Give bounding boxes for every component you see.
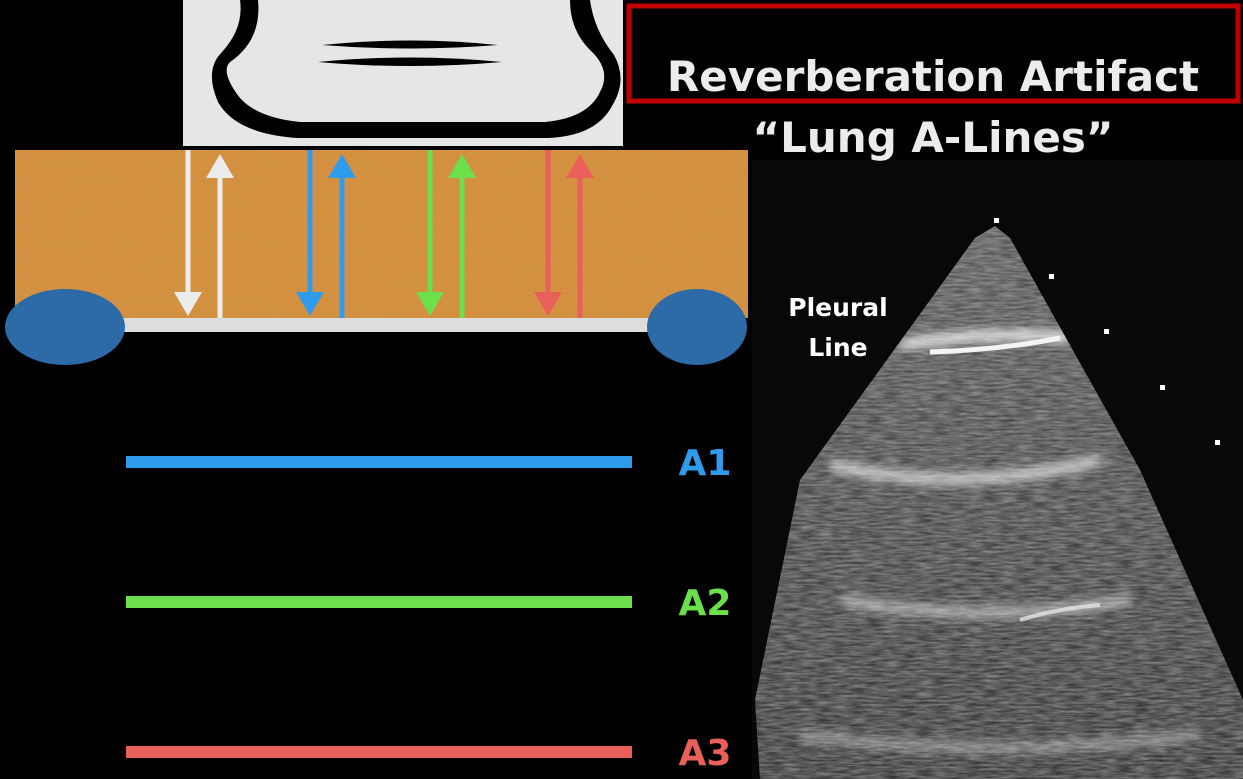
a-line-3 [126,746,632,758]
rib-right [647,289,747,365]
a-line-label-3: A3 [679,733,732,774]
pleura [100,318,690,332]
a-line-1 [126,456,632,468]
subtitle: “Lung A-Lines” [753,113,1114,162]
a-line-2 [126,596,632,608]
title: Reverberation Artifact [667,52,1199,101]
a-line-label-2: A2 [679,583,732,624]
ultrasound-image: Pleural Line [740,160,1243,779]
depth-dot [1215,440,1220,445]
pleural-line-label-line1: Pleural [788,293,887,322]
soft-tissue-texture [15,150,748,318]
a-line-label-1: A1 [679,443,732,484]
pleural-line-label-line2: Line [808,333,867,362]
depth-dot [994,218,999,223]
depth-dot [1104,329,1109,334]
depth-dot [1160,385,1165,390]
probe [183,0,623,146]
depth-dot [1049,274,1054,279]
rib-left [5,289,125,365]
